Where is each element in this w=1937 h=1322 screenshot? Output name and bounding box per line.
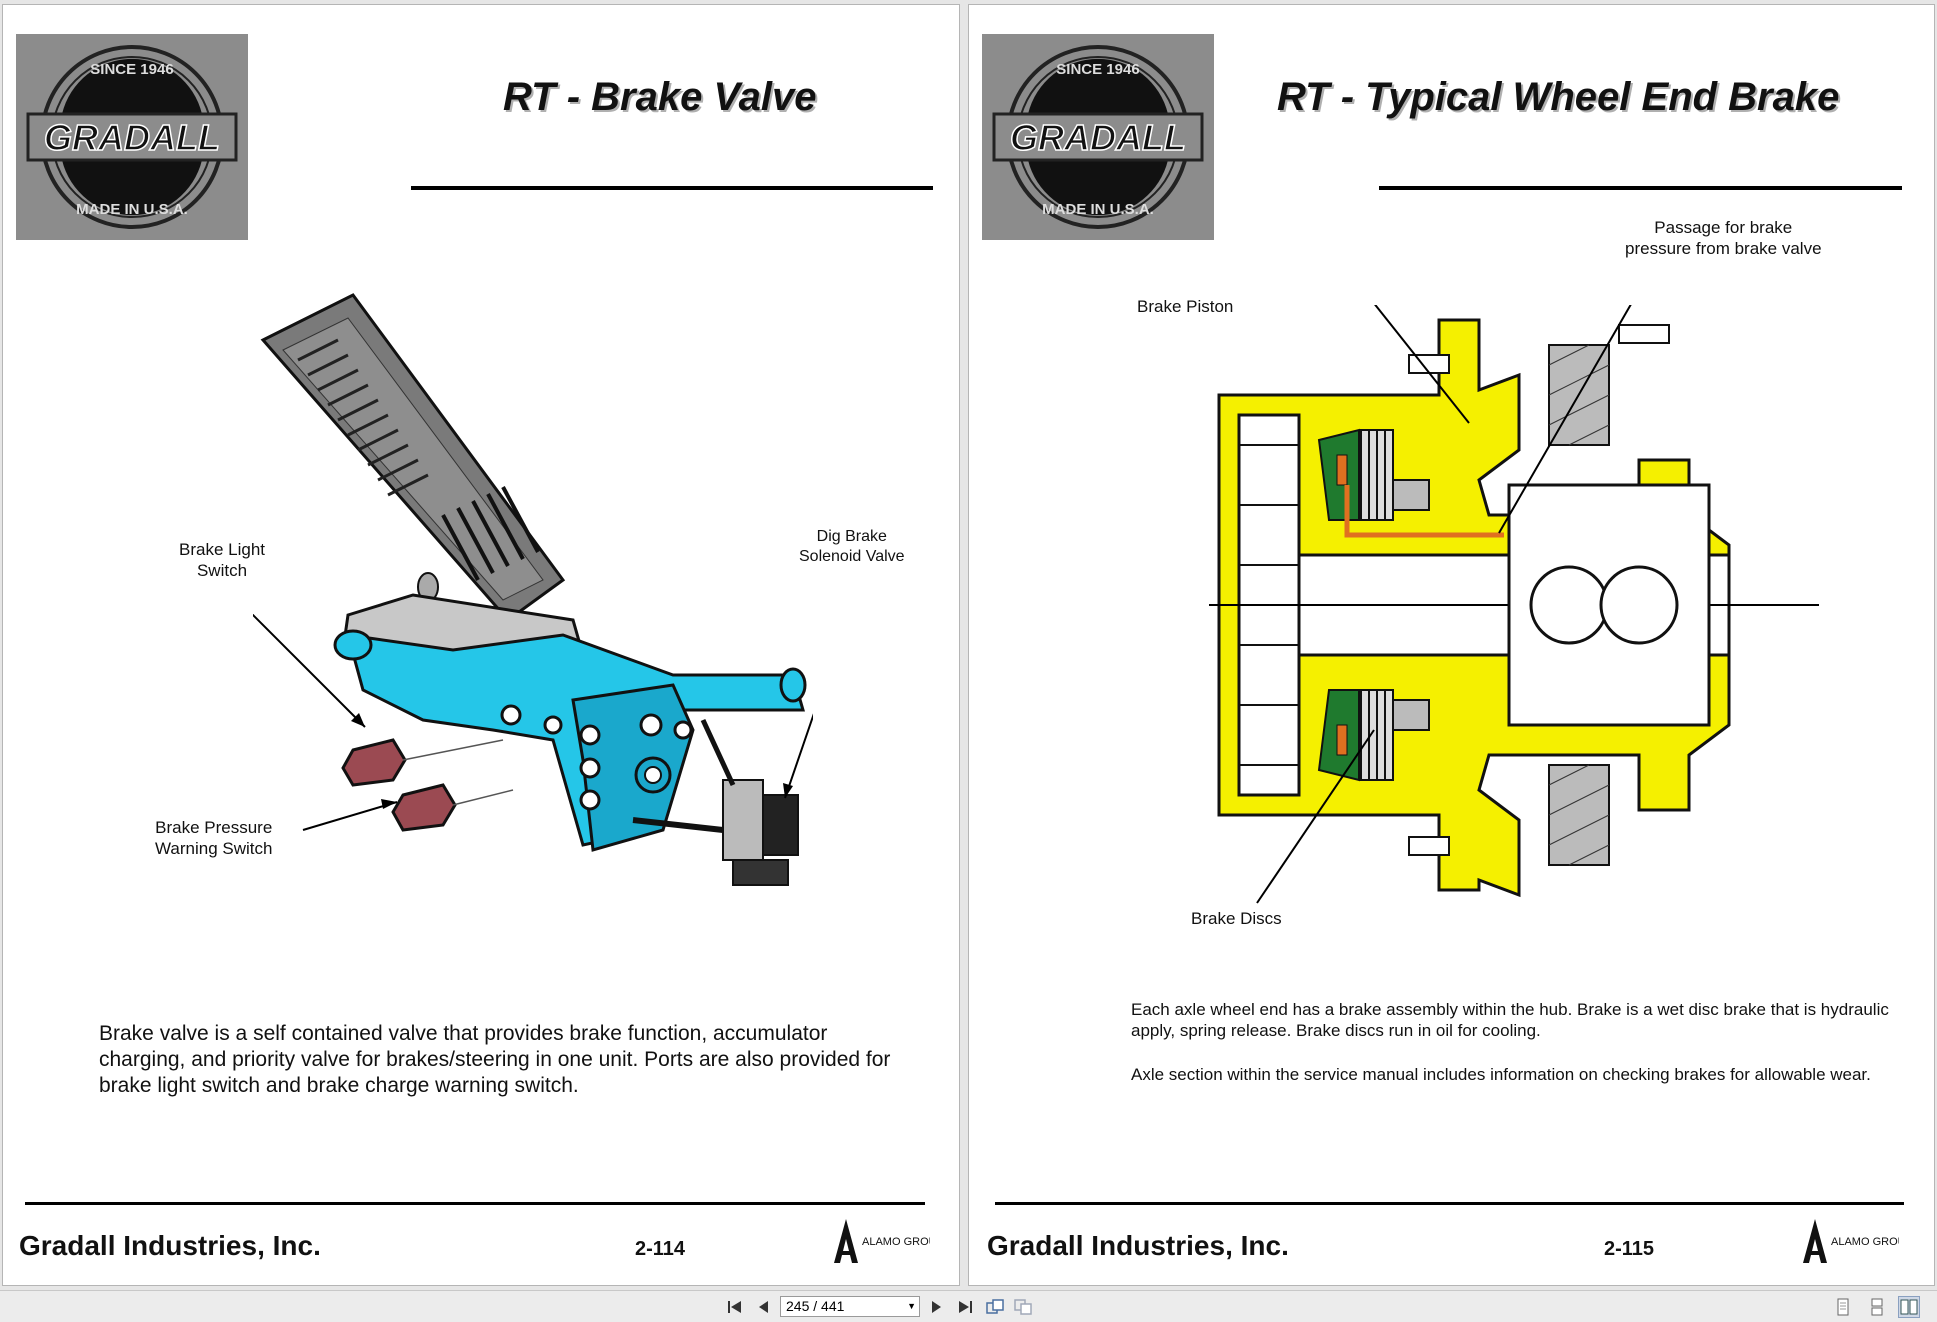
- continuous-view-button[interactable]: [1866, 1296, 1888, 1318]
- document-page-left: GRADALL SINCE 1946 MADE IN U.S.A. RT - B…: [2, 4, 960, 1286]
- callout-brake-light-switch: Brake Light Switch: [179, 539, 265, 581]
- single-page-view-button[interactable]: [1832, 1296, 1854, 1318]
- back-view-icon: [986, 1299, 1004, 1315]
- go-back-view-button[interactable]: [984, 1296, 1006, 1318]
- viewer-toolbar: 245 / 441 ▼: [0, 1290, 1937, 1322]
- svg-text:ALAMO GROUP: ALAMO GROUP: [1831, 1236, 1899, 1248]
- svg-text:MADE IN U.S.A.: MADE IN U.S.A.: [1042, 201, 1154, 218]
- last-page-icon: [957, 1300, 973, 1314]
- wheel-end-brake-cross-section: [1209, 305, 1829, 905]
- next-page-icon: [931, 1300, 943, 1314]
- forward-view-icon: [1014, 1299, 1032, 1315]
- page-title: RT - Typical Wheel End Brake: [1277, 75, 1839, 120]
- svg-text:SINCE 1946: SINCE 1946: [1056, 61, 1139, 78]
- alamo-group-logo: ALAMO GROUP: [830, 1215, 930, 1265]
- chevron-down-icon: ▼: [907, 1297, 916, 1316]
- last-page-button[interactable]: [954, 1296, 976, 1318]
- go-forward-view-button[interactable]: [1012, 1296, 1034, 1318]
- footer-divider: [25, 1202, 925, 1205]
- callout-dig-brake-solenoid: Dig Brake Solenoid Valve: [799, 527, 905, 567]
- svg-text:SINCE 1946: SINCE 1946: [90, 61, 173, 78]
- callout-brake-discs: Brake Discs: [1191, 908, 1282, 929]
- gradall-logo: GRADALL SINCE 1946 MADE IN U.S.A.: [982, 34, 1214, 240]
- footer-divider: [995, 1202, 1904, 1205]
- gradall-logo: GRADALL SINCE 1946 MADE IN U.S.A.: [16, 34, 248, 240]
- brake-valve-description: Brake valve is a self contained valve th…: [99, 1021, 899, 1099]
- svg-text:MADE IN U.S.A.: MADE IN U.S.A.: [76, 201, 188, 218]
- page-number: 2-115: [1604, 1238, 1654, 1261]
- callout-brake-piston: Brake Piston: [1137, 296, 1233, 317]
- brake-valve-illustration: [253, 290, 813, 900]
- svg-text:ALAMO GROUP: ALAMO GROUP: [862, 1236, 930, 1248]
- callout-brake-pressure-switch: Brake Pressure Warning Switch: [155, 817, 272, 859]
- single-page-icon: [1836, 1298, 1850, 1316]
- page-number-input[interactable]: 245 / 441 ▼: [780, 1296, 920, 1317]
- axle-section-note: Axle section within the service manual i…: [1131, 1064, 1891, 1085]
- company-name: Gradall Industries, Inc.: [987, 1230, 1289, 1262]
- continuous-page-icon: [1870, 1298, 1884, 1316]
- svg-text:GRADALL: GRADALL: [1010, 117, 1186, 158]
- callout-brake-pressure-passage: Passage for brake pressure from brake va…: [1625, 217, 1822, 259]
- next-page-button[interactable]: [926, 1296, 948, 1318]
- two-page-view-button[interactable]: [1898, 1296, 1920, 1318]
- previous-page-icon: [757, 1300, 769, 1314]
- page-number: 2-114: [635, 1238, 685, 1261]
- two-page-icon: [1900, 1299, 1918, 1315]
- page-title: RT - Brake Valve: [503, 75, 817, 120]
- alamo-group-logo: ALAMO GROUP: [1799, 1215, 1899, 1265]
- previous-page-button[interactable]: [752, 1296, 774, 1318]
- document-page-right: GRADALL SINCE 1946 MADE IN U.S.A. RT - T…: [968, 4, 1935, 1286]
- title-divider: [1379, 186, 1902, 190]
- wheel-end-description: Each axle wheel end has a brake assembly…: [1131, 999, 1891, 1041]
- title-divider: [411, 186, 933, 190]
- first-page-button[interactable]: [724, 1296, 746, 1318]
- first-page-icon: [727, 1300, 743, 1314]
- svg-text:GRADALL: GRADALL: [44, 117, 220, 158]
- company-name: Gradall Industries, Inc.: [19, 1230, 321, 1262]
